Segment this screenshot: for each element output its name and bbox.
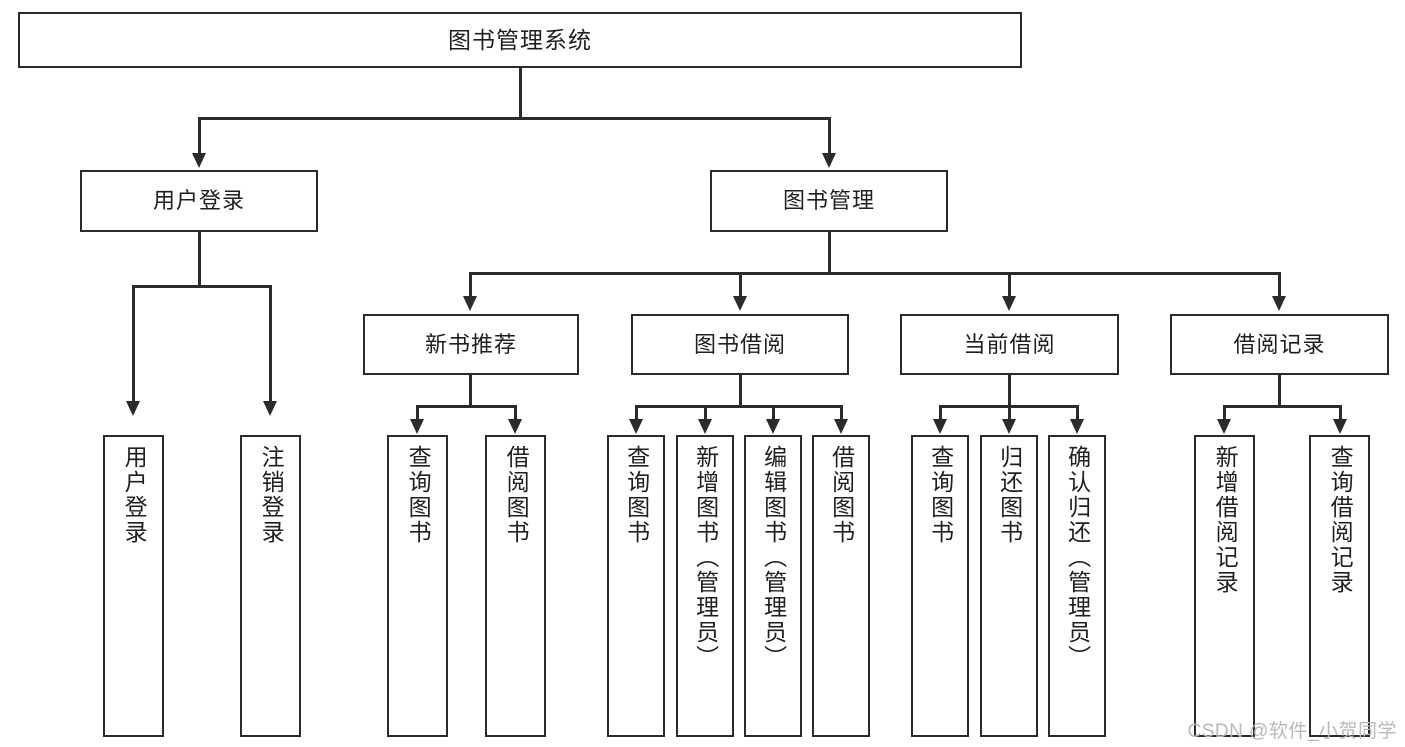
connector-drop-newbook	[469, 272, 472, 298]
connector-user-login-stem	[198, 232, 201, 287]
leaf-bookborrow-add-book-admin[interactable]: 新增图书（管理员）	[676, 435, 734, 737]
connector-drop-currentborrow	[1008, 272, 1011, 298]
watermark-csdn: CSDN @软件_小贺同学	[1187, 721, 1397, 742]
leaf-bookborrow-borrow-book[interactable]: 借阅图书	[812, 435, 870, 737]
arrow-to-newbook-leaf-2	[507, 419, 522, 434]
node-label: 查询图书	[623, 445, 650, 545]
connector-drop-currentborrow-1	[939, 405, 942, 421]
connector-drop-bookborrow-1	[635, 405, 638, 421]
node-label: 图书管理	[782, 188, 875, 214]
arrow-to-bookborrow-leaf-4	[833, 419, 848, 434]
connector-drop-bookborrow-4	[840, 405, 843, 421]
arrow-to-currentborrow-leaf-1	[932, 419, 947, 434]
connector-drop-borrowrecord-1	[1223, 405, 1226, 421]
arrow-to-currentborrow	[1001, 296, 1016, 311]
node-root-book-management-system[interactable]: 图书管理系统	[18, 12, 1022, 68]
connector-root-bus	[198, 117, 830, 120]
leaf-bookborrow-query-book[interactable]: 查询图书	[607, 435, 665, 737]
node-label: 图书借阅	[693, 331, 786, 357]
node-label: 新增借阅记录	[1212, 445, 1239, 595]
connector-drop-borrowrecord	[1278, 272, 1281, 298]
connector-borrowrecord-stem	[1278, 375, 1281, 407]
arrow-to-bookborrow	[732, 296, 747, 311]
connector-drop-borrowrecord-2	[1339, 405, 1342, 421]
connector-drop-bookborrow-2	[704, 405, 707, 421]
leaf-newbook-borrow-book[interactable]: 借阅图书	[485, 435, 546, 737]
arrow-to-borrowrecord-leaf-1	[1216, 419, 1231, 434]
connector-drop-newbook-2	[514, 405, 517, 421]
connector-drop-newbook-1	[416, 405, 419, 421]
arrow-to-book-manage	[821, 153, 836, 168]
arrow-to-user-login	[191, 153, 206, 168]
connector-book-manage-stem	[828, 232, 831, 274]
connector-drop-bookborrow-3	[772, 405, 775, 421]
node-label: 用户登录	[121, 445, 148, 545]
node-label: 借阅图书	[503, 445, 530, 545]
node-label: 新增图书（管理员）	[692, 445, 719, 670]
node-label: 查询借阅记录	[1327, 445, 1354, 595]
node-label: 图书管理系统	[448, 26, 592, 53]
leaf-user-login-login[interactable]: 用户登录	[103, 435, 164, 737]
leaf-newbook-query-book[interactable]: 查询图书	[387, 435, 448, 737]
node-label: 归还图书	[996, 445, 1023, 545]
arrow-to-newbook-leaf-1	[409, 419, 424, 434]
node-label: 新书推荐	[424, 331, 517, 357]
arrow-to-bookborrow-leaf-1	[628, 419, 643, 434]
arrow-to-bookborrow-leaf-2	[697, 419, 712, 434]
connector-drop-leaf-user-login-2	[269, 285, 272, 403]
leaf-currentborrow-return-book[interactable]: 归还图书	[980, 435, 1038, 737]
connector-user-login-bus	[132, 285, 271, 288]
arrow-to-leaf-user-login-1	[125, 401, 140, 416]
node-label: 确认归还（管理员）	[1064, 445, 1091, 670]
arrow-to-leaf-user-login-2	[262, 401, 277, 416]
connector-newbook-bus	[416, 405, 516, 408]
leaf-borrowrecord-query-record[interactable]: 查询借阅记录	[1309, 435, 1370, 737]
node-borrow-record[interactable]: 借阅记录	[1170, 314, 1389, 375]
node-label: 用户登录	[152, 188, 245, 214]
connector-currentborrow-stem	[1008, 375, 1011, 407]
leaf-currentborrow-confirm-return-admin[interactable]: 确认归还（管理员）	[1048, 435, 1106, 737]
connector-drop-user-login	[198, 117, 201, 155]
connector-drop-bookborrow	[739, 272, 742, 298]
connector-drop-currentborrow-3	[1076, 405, 1079, 421]
connector-book-manage-bus	[469, 272, 1280, 275]
node-label: 借阅图书	[828, 445, 855, 545]
arrow-to-currentborrow-leaf-2	[1001, 419, 1016, 434]
arrow-to-borrowrecord	[1271, 296, 1286, 311]
node-label: 当前借阅	[963, 331, 1056, 357]
node-book-borrow[interactable]: 图书借阅	[631, 314, 849, 375]
node-label: 注销登录	[258, 445, 285, 545]
node-book-management[interactable]: 图书管理	[710, 170, 948, 232]
connector-root-stem	[519, 68, 522, 118]
arrow-to-bookborrow-leaf-3	[765, 419, 780, 434]
node-label: 查询图书	[927, 445, 954, 545]
arrow-to-borrowrecord-leaf-2	[1332, 419, 1347, 434]
connector-bookborrow-stem	[739, 375, 742, 407]
arrow-to-newbook	[462, 296, 477, 311]
connector-bookborrow-bus	[635, 405, 842, 408]
connector-drop-book-manage	[828, 117, 831, 155]
node-label: 编辑图书（管理员）	[760, 445, 787, 670]
node-new-book-recommend[interactable]: 新书推荐	[363, 314, 579, 375]
leaf-borrowrecord-add-record[interactable]: 新增借阅记录	[1194, 435, 1255, 737]
connector-drop-leaf-user-login-1	[132, 285, 135, 403]
connector-newbook-stem	[469, 375, 472, 407]
leaf-bookborrow-edit-book-admin[interactable]: 编辑图书（管理员）	[744, 435, 802, 737]
arrow-to-currentborrow-leaf-3	[1069, 419, 1084, 434]
leaf-currentborrow-query-book[interactable]: 查询图书	[911, 435, 969, 737]
node-user-login[interactable]: 用户登录	[80, 170, 318, 232]
leaf-user-login-logout[interactable]: 注销登录	[240, 435, 301, 737]
connector-borrowrecord-bus	[1223, 405, 1340, 408]
node-label: 查询图书	[405, 445, 432, 545]
connector-drop-currentborrow-2	[1008, 405, 1011, 421]
node-label: 借阅记录	[1233, 331, 1326, 357]
node-current-borrow[interactable]: 当前借阅	[900, 314, 1119, 375]
